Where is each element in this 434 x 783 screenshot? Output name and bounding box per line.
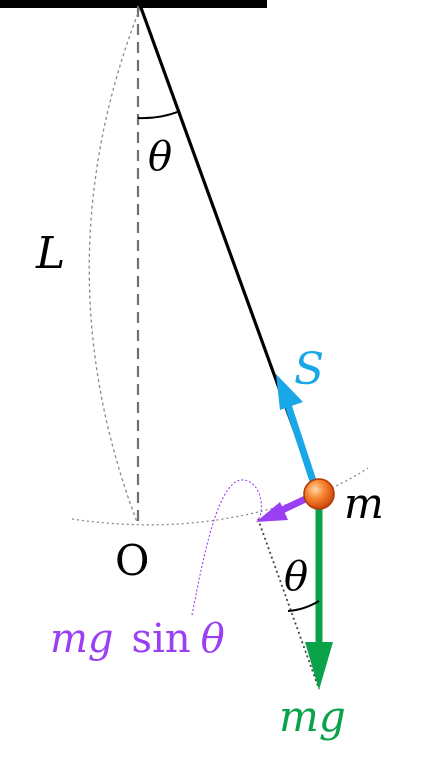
pendulum-bob	[303, 478, 335, 510]
tangential-force-label: mg sin θ	[50, 616, 225, 662]
top-angle-arc	[137, 110, 181, 120]
tension-arrow-head	[276, 374, 303, 410]
tangential-mg-part: mg	[50, 616, 114, 662]
tension-arrow-shaft	[284, 403, 320, 492]
length-label: L	[35, 228, 65, 279]
string-extension	[257, 518, 320, 690]
origin-label: O	[115, 536, 149, 585]
length-arc	[88, 7, 141, 523]
ceiling-support	[0, 0, 267, 8]
theta-label-top: θ	[148, 134, 172, 180]
bottom-angle-arc	[287, 600, 320, 612]
tangential-theta-part: θ	[201, 616, 225, 662]
tangential-sin-part: sin	[132, 616, 191, 662]
weight-label: mg	[279, 692, 346, 741]
tension-label: S	[294, 344, 324, 395]
tangential-arrow-head	[256, 502, 288, 522]
theta-label-bottom: θ	[284, 554, 308, 600]
weight-arrow-head	[305, 642, 333, 690]
tangential-callout-line	[191, 479, 262, 616]
mass-label: m	[344, 479, 384, 528]
